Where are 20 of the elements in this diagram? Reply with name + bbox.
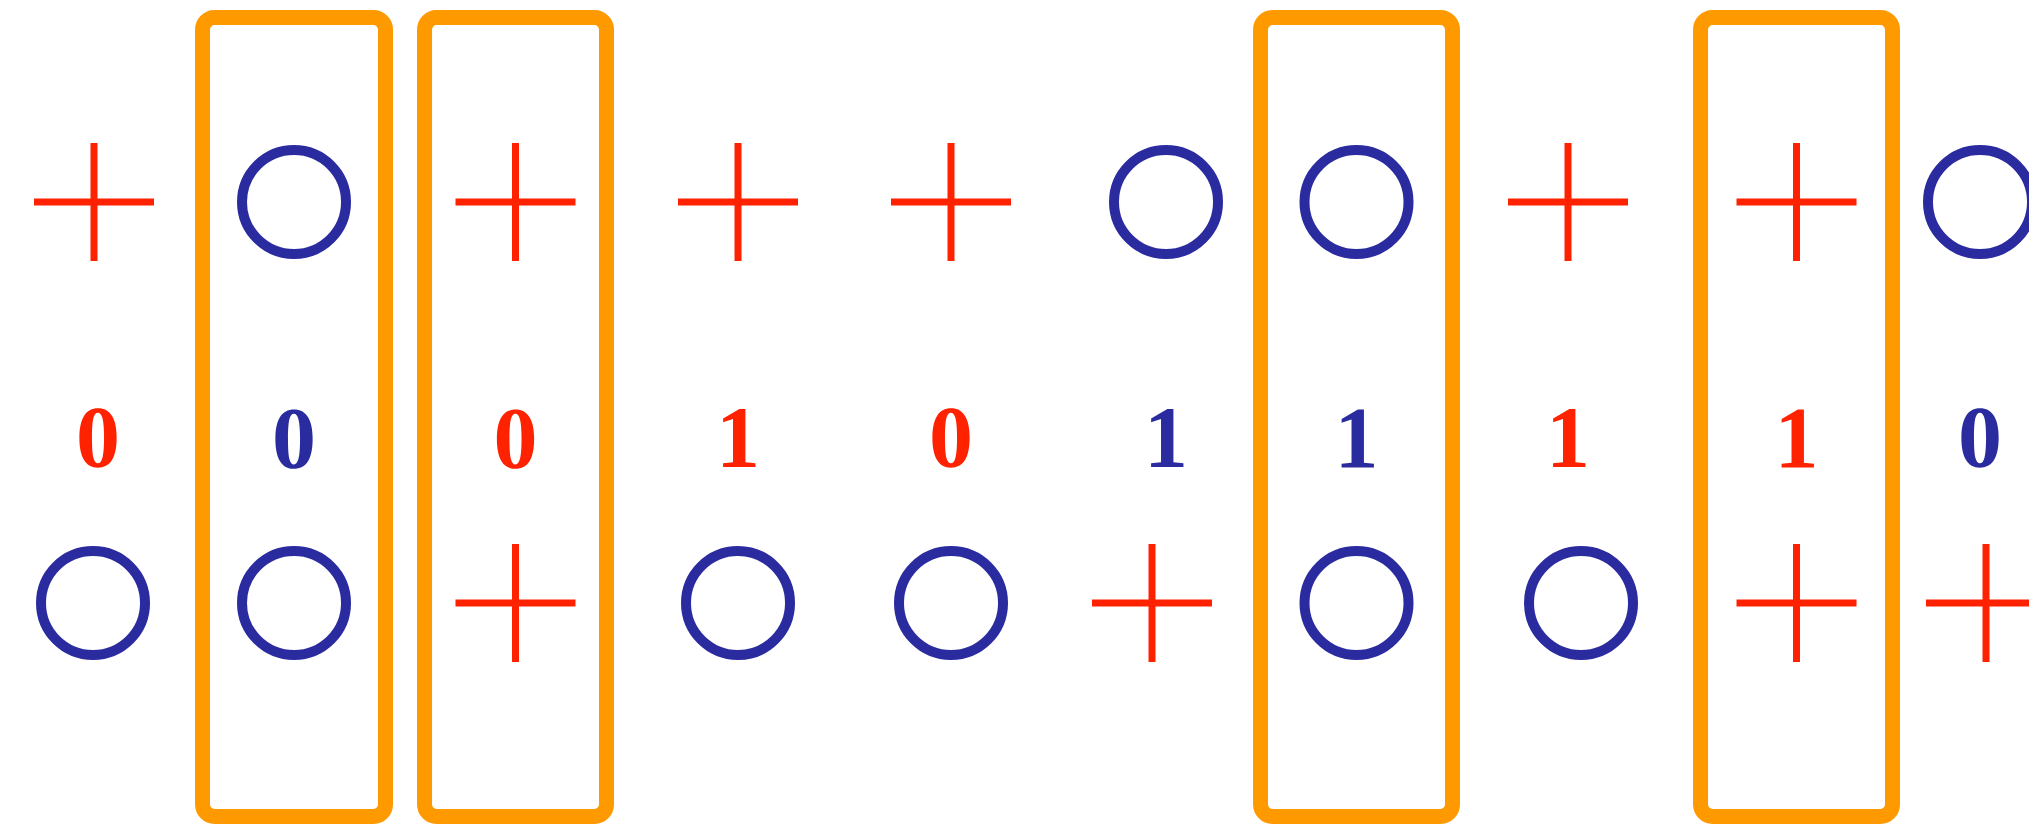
digit-label: 1 — [1553, 409, 1586, 467]
digit-label: 0 — [1961, 408, 1999, 468]
circle-sign — [237, 145, 351, 259]
circle-sign — [36, 546, 150, 660]
circle-sign — [1524, 546, 1638, 660]
circle-sign — [1299, 145, 1414, 259]
digit-label: 1 — [1151, 409, 1184, 467]
circle-sign — [894, 546, 1008, 660]
circle-sign — [1299, 546, 1414, 660]
circle-sign — [237, 546, 351, 660]
selection-box: 0 — [195, 10, 393, 824]
circle-sign — [1109, 145, 1223, 259]
digit-label: 0 — [79, 408, 117, 468]
selection-box: 1 — [1693, 10, 1900, 824]
digit-label: 1 — [723, 409, 756, 467]
digit-label: 0 — [932, 408, 970, 468]
circle-sign — [1923, 145, 2029, 259]
selection-box: 1 — [1253, 10, 1460, 824]
selection-box: 0 — [417, 10, 614, 824]
circle-sign — [681, 546, 795, 660]
